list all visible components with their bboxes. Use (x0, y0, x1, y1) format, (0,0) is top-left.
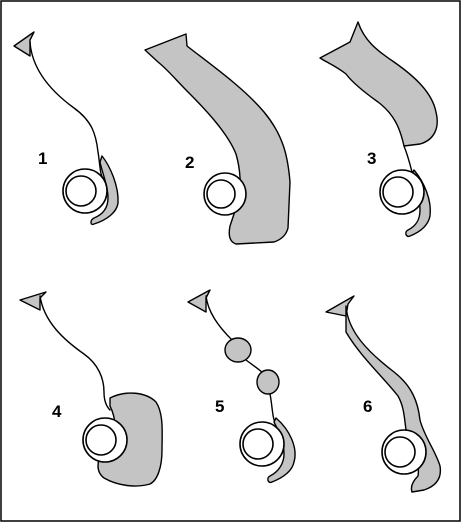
panel-3-ring-inner (383, 177, 413, 207)
panel-4-label: 4 (52, 402, 62, 421)
panel-4-ring-inner (86, 425, 116, 455)
panel-6-ring-inner (385, 437, 415, 467)
panel-6-label: 6 (363, 397, 372, 416)
panel-5-label: 5 (215, 397, 224, 416)
panel-5-bulge-2 (257, 370, 279, 394)
panel-5-ring-inner (243, 429, 273, 459)
panel-5-bulge-1 (225, 338, 251, 362)
panel-1-ring-inner (66, 176, 96, 206)
panel-2-label: 2 (185, 153, 194, 172)
panel-2-ring-inner (207, 180, 235, 208)
panel-3-label: 3 (367, 149, 376, 168)
panel-1-label: 1 (38, 149, 47, 168)
